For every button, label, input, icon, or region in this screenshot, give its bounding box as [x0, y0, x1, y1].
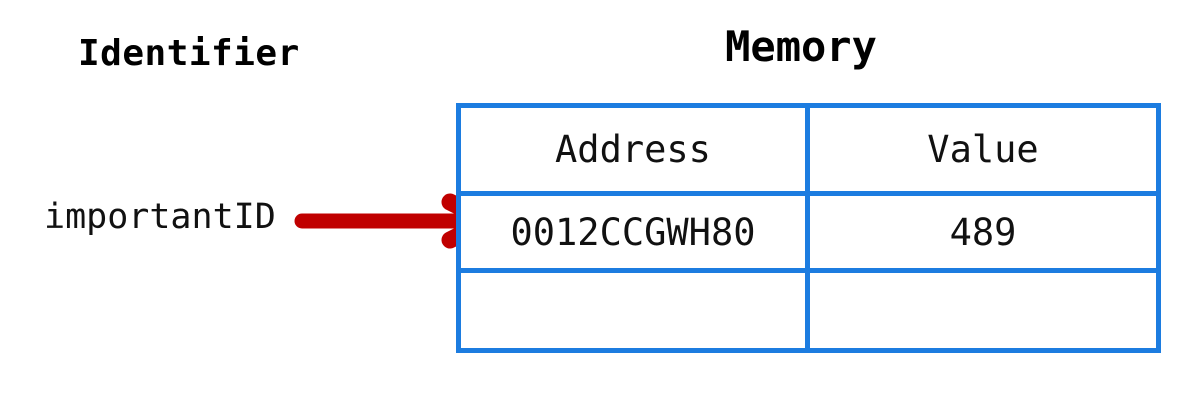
column-header-value: Value: [805, 103, 1161, 196]
cell-value-0: 489: [805, 191, 1161, 273]
identifier-heading: Identifier: [78, 33, 300, 74]
memory-table: Address Value 0012CCGWH80 489: [456, 103, 1161, 353]
table-row: [456, 268, 1161, 353]
cell-address-1: [456, 268, 810, 353]
table-row: 0012CCGWH80 489: [456, 191, 1161, 273]
column-header-address: Address: [456, 103, 810, 196]
variable-name-label: importantID: [44, 197, 276, 237]
cell-value-1: [805, 268, 1161, 353]
cell-address-0: 0012CCGWH80: [456, 191, 810, 273]
table-header-row: Address Value: [456, 103, 1161, 196]
memory-heading: Memory: [725, 22, 877, 71]
